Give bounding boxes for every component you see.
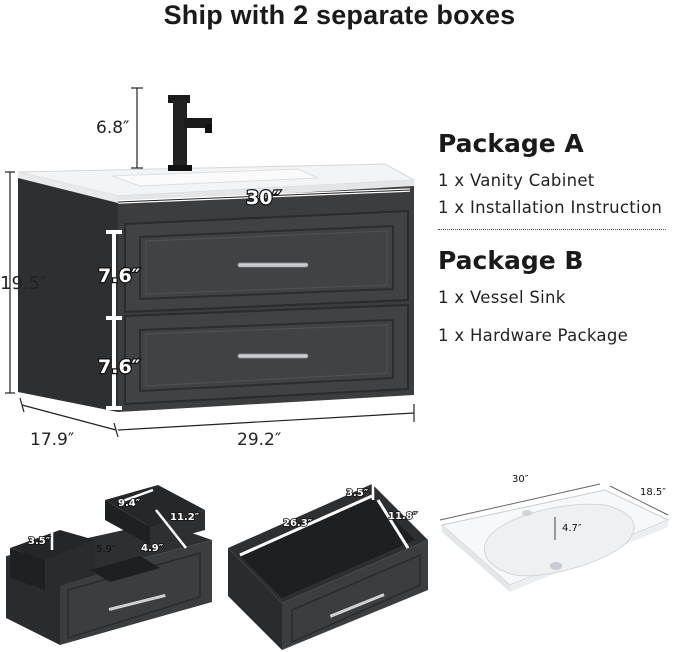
cabinet-width-label: 29.2″ [237, 430, 282, 450]
sink-bowl-depth-label: 4.7″ [562, 523, 582, 534]
faucet [168, 95, 212, 171]
middle-drawer-dim-b: 26.3″ [282, 517, 313, 530]
middle-drawer [228, 484, 428, 650]
package-b-item: 1 x Vessel Sink [438, 288, 566, 307]
middle-drawer-dim-c: 11.8″ [387, 510, 418, 523]
sink-width-label: 30″ [512, 474, 529, 485]
page-title: Ship with 2 separate boxes [163, 0, 516, 30]
middle-drawer-dim-a: 3.5″ [345, 487, 369, 500]
left-drawer-organizer [6, 485, 212, 645]
top-width-label: 30″ [245, 186, 282, 210]
package-a-item: 1 x Installation Instruction [438, 198, 663, 217]
package-a-item: 1 x Vanity Cabinet [438, 171, 595, 190]
overall-height-label: 19.5″ [0, 273, 47, 294]
sink-depth-label: 18.5″ [640, 487, 667, 498]
left-drawer-dim-e: 4.9″ [140, 542, 164, 555]
package-b-heading: Package B [438, 246, 584, 275]
handle-bottom [237, 353, 309, 359]
drawer-top-height-label: 7.6″ [97, 264, 142, 288]
package-b-item: 1 x Hardware Package [438, 326, 629, 345]
faucet-height-label: 6.8″ [96, 118, 130, 138]
drawer-bottom-height-label: 7.6″ [97, 355, 142, 379]
left-drawer-dim-d: 5.9″ [96, 544, 116, 555]
depth-label: 17.9″ [30, 430, 75, 450]
handle-top [237, 262, 309, 268]
divider [438, 229, 666, 230]
package-a-heading: Package A [438, 129, 584, 158]
left-drawer-dim-c: 3.5″ [27, 535, 51, 548]
left-drawer-dim-a: 9.4″ [117, 497, 141, 510]
left-drawer-dim-b: 11.2″ [169, 511, 200, 524]
cabinet-side [18, 178, 118, 412]
drawer-top [124, 209, 409, 314]
vessel-sink [439, 483, 670, 592]
